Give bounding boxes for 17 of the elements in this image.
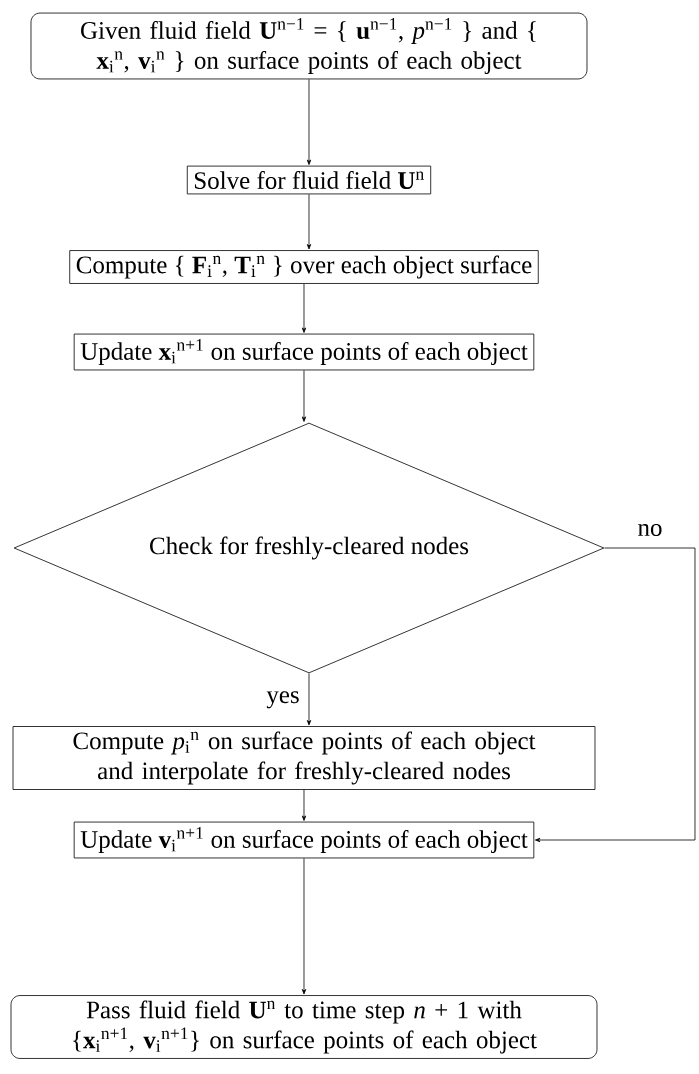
process-box: Compute p$_{i}$$^{n}$ on surface points of each object and interpolate for freshly-cleared nodes [12,726,596,790]
arrow [306,193,312,250]
arrow [306,78,312,165]
edge-label: yes [265,690,301,710]
terminal-box: Given fluid field U$^{n−1}$ = { u$^{n−1}$, p$^{n−1}$ } and { x$_{i}$$^{n}$, v$_{i}$$^{n}$ } on surface points of each object [30,12,588,80]
process-box: Update x$_{i}$$^{n+1}$ on surface points of each object [73,333,535,371]
arrow [534,547,696,843]
edge-label: no [636,523,664,537]
process-box: Solve for fluid field U$^{n}$ [186,165,432,195]
terminal-box: Pass fluid field U$^{n}$ to time step n+ 1 with {x$_{i}$$^{n+1}$, v$_{i}$$^{n+1}$} on surface points of each object [10,995,598,1059]
arrow [306,673,312,726]
arrow [301,283,307,333]
arrow [301,857,307,995]
process-box: Compute { F$_{i}$$^{n}$, T$_{i}$$^{n}$ } over each object surface [69,250,539,284]
arrow [301,789,307,821]
process-box: Update v$_{i}$$^{n+1}$ on surface points of each object [73,821,535,859]
arrow [301,369,307,422]
